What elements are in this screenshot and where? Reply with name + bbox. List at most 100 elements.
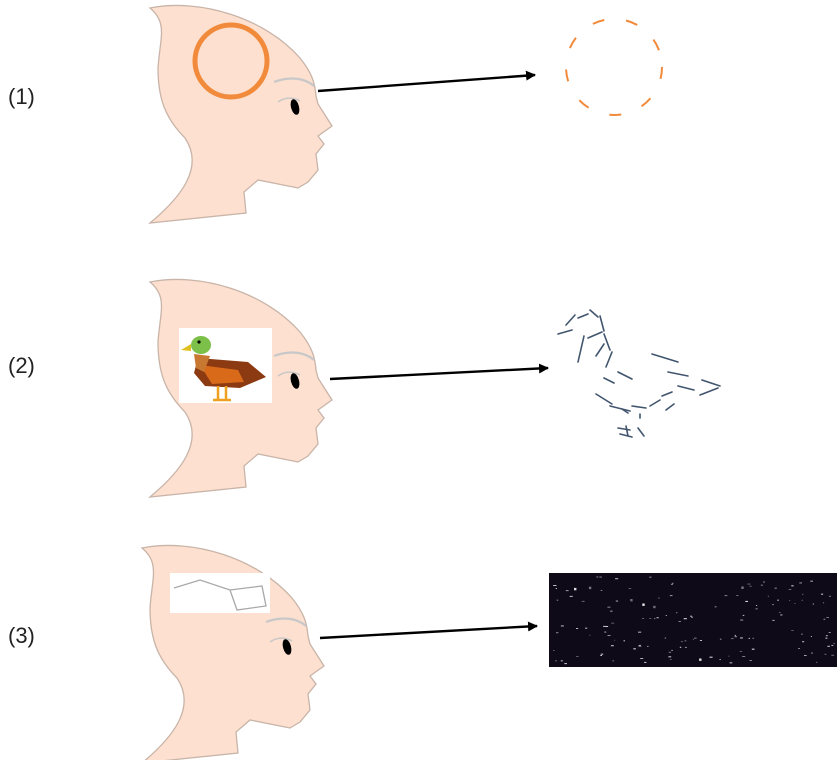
star (590, 635, 591, 636)
star (624, 640, 626, 641)
star (811, 636, 812, 637)
star (638, 646, 641, 647)
star (647, 646, 648, 647)
star (768, 596, 769, 597)
star (642, 618, 644, 619)
star (606, 626, 608, 627)
star (610, 611, 613, 612)
star (725, 595, 728, 596)
star (699, 659, 701, 661)
star (615, 578, 618, 579)
star (603, 626, 606, 627)
star (825, 654, 827, 655)
panel-2 (150, 279, 720, 497)
star (752, 638, 754, 639)
star (556, 588, 557, 589)
star (826, 617, 829, 618)
star (576, 656, 579, 657)
star (607, 607, 610, 608)
star (684, 618, 687, 619)
star (553, 585, 556, 586)
star (831, 655, 834, 656)
star (630, 599, 632, 601)
star (756, 605, 757, 606)
star (672, 583, 673, 584)
star (801, 634, 803, 635)
star (795, 603, 796, 604)
star (570, 596, 573, 597)
star (826, 635, 828, 636)
star (616, 601, 618, 602)
star (564, 663, 567, 664)
star (728, 656, 729, 657)
star (566, 590, 569, 591)
star (720, 659, 721, 660)
arrow-1 (318, 75, 535, 91)
star (640, 658, 643, 659)
star (585, 628, 587, 629)
arrow-3 (320, 626, 537, 638)
star (772, 604, 774, 605)
star (750, 660, 752, 661)
star (715, 606, 717, 607)
star (557, 600, 559, 601)
star (735, 635, 736, 636)
star (761, 585, 763, 586)
star (685, 640, 687, 641)
star (799, 583, 802, 584)
perceived-dashed-circle (566, 19, 662, 115)
star (791, 630, 794, 631)
star (740, 620, 743, 621)
perceived-fragmented-duck (558, 310, 720, 437)
star (779, 612, 781, 613)
star (810, 581, 813, 582)
star (642, 604, 644, 606)
star (681, 641, 683, 642)
star (821, 594, 823, 595)
row-label-1: (1) (8, 84, 35, 109)
star (649, 618, 651, 619)
star (679, 621, 681, 622)
row-label-3: (3) (8, 623, 35, 648)
star (710, 657, 713, 658)
star (802, 600, 803, 601)
star (777, 600, 779, 601)
star (831, 645, 833, 646)
star (749, 638, 750, 639)
star (789, 589, 792, 590)
star (680, 647, 682, 648)
star (671, 584, 673, 585)
star (730, 662, 733, 663)
star (743, 615, 745, 616)
star (804, 655, 807, 656)
star (669, 652, 671, 653)
star (775, 588, 777, 589)
star (672, 650, 673, 651)
star (693, 639, 694, 640)
star (740, 638, 743, 639)
star (694, 638, 697, 639)
star (629, 588, 632, 589)
star (829, 632, 831, 633)
star (582, 601, 585, 602)
star (735, 636, 737, 637)
panel-3 (142, 545, 837, 760)
star (740, 651, 743, 652)
head-1 (150, 5, 332, 223)
star (741, 587, 743, 589)
star (798, 648, 800, 649)
star (747, 584, 750, 585)
star (668, 656, 671, 657)
thought-duck-image (179, 328, 272, 403)
row-label-2: (2) (8, 353, 35, 378)
star (816, 662, 817, 663)
star (657, 617, 659, 618)
star (833, 643, 835, 644)
star (731, 638, 734, 639)
arrow-2 (330, 368, 548, 379)
star (554, 650, 555, 651)
star (599, 577, 602, 578)
star (676, 612, 678, 613)
star (752, 649, 755, 650)
